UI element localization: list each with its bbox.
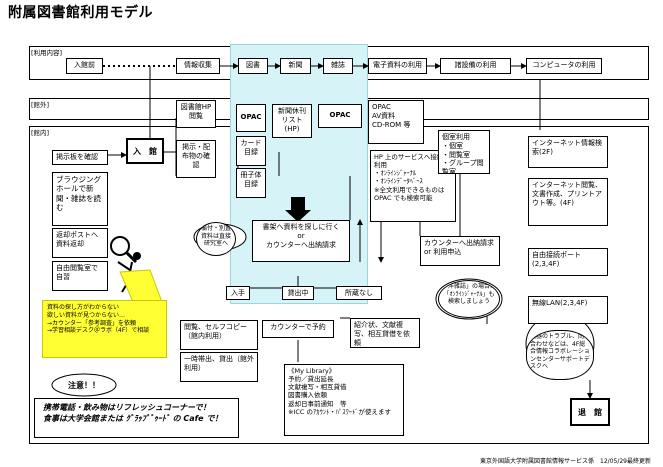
internet-search-box: インターネット情報検索(2F) [528, 136, 608, 168]
electronic-list-box: OPAC AV資料 CD-ROM 等 [368, 100, 424, 144]
downward-arrow-icon [285, 197, 311, 222]
internet-docs-box: インターネット閲覧、文書作成、プリントアウト等。(4F) [528, 178, 608, 226]
opac-right-box: OPAC [318, 104, 362, 128]
before-entry-box: 入館前 [66, 58, 103, 74]
wireless-box: 無線LAN(2,3,4F) [528, 296, 608, 324]
section-inside: [館内] [31, 129, 50, 137]
books-box: 図書 [238, 58, 268, 74]
exit-box: 退 館 [570, 398, 610, 426]
study-room-box: 自由閲覧室で自習 [52, 261, 108, 291]
booklet-catalog-box: 冊子体目録 [236, 168, 266, 198]
my-library-box: 《My Library》 予約／貸出延長 文献複写・相互貸借 図書購入依頼 返却… [284, 364, 404, 436]
reserve-box: カウンターで予約 [262, 320, 334, 338]
private-room-box: 個室利用 ・個室 ・閲覧室 ・グループ閲覧室 [438, 130, 490, 174]
counter-request-box: カウンターへ出納請求 or 利用申込 [420, 236, 500, 266]
bulletin-board-box: 掲示板を確認 [52, 150, 108, 165]
borrow-box: 一時帯出、貸出（館外利用） [180, 352, 258, 382]
branch-available: 入手 [226, 286, 250, 300]
browsing-hall-box: ブラウジングホールで新聞・雑誌を読む [52, 172, 108, 226]
entry-box: 入 館 [126, 138, 164, 164]
branch-on-loan: 貸出中 [282, 286, 314, 300]
direct-lab-bubble: 備付・別置資料は直接研究室へ [196, 222, 236, 256]
branch-not-owned: 所蔵なし [336, 286, 382, 300]
journal-callout: 「洋雑誌」の場合は「ｵﾝﾗｲﾝｼﾞｬｰﾅﾙ」も検索しましょう [438, 280, 500, 318]
electronic-resources-box: 電子資料の利用 [368, 58, 427, 74]
computer-use-box: コンピュータの利用 [526, 58, 602, 74]
section-usage: [利用内容] [31, 49, 63, 57]
card-catalog-box: カード目録 [236, 136, 266, 166]
rules-memo: 携帯電話・飲み物はリフレッシュコーナーで！ 食事は大学会館または ｸﾞﾗｯﾌﾟﾞ… [34, 398, 239, 438]
view-copy-box: 閲覧、セルフコピー（館内利用） [180, 320, 258, 350]
library-hp-box: 図書館HP閲覧 [176, 100, 216, 128]
section-outside: [館外] [31, 101, 50, 109]
search-shelf-box: 書架へ資料を探しに行く or カウンターへ出納請求 [252, 220, 350, 262]
notice-box: 掲示・配布物の確認 [176, 140, 216, 178]
referral-box: 紹介状、文献複写、相互貸借を依頼 [350, 318, 420, 348]
newspapers-box: 新聞 [280, 58, 311, 74]
help-note: 資料の探し方がわからない 欲しい資料が見つからない… →カウンター「参考調査」を… [42, 300, 167, 358]
page-title: 附属図書館利用モデル [8, 5, 153, 21]
journals-box: 雑誌 [323, 58, 353, 74]
hp-services-box: HP 上のサービスへ接続・利用 ・ｵﾝﾗｲﾝｼﾞｬｰﾅﾙ ・ｵﾝﾗｲﾝﾃﾞｰﾀﾍ… [370, 150, 456, 222]
caution-label: 注意！！ [68, 381, 100, 390]
newspaper-list-box: 新聞休刊リスト(HP) [272, 104, 312, 138]
info-gathering-box: 情報収集 [176, 58, 220, 74]
footer-note: 東京外国語大学附属図書館情報サービス係 12/05/29最終更新 [480, 458, 651, 465]
trouble-callout: 機器のトラブル、問い合わせなどは、4F総合情報コラボレーションセンターサポートデ… [526, 330, 594, 380]
free-port-box: 自由接続ポート(2,3,4F) [528, 248, 608, 276]
return-post-box: 返却ポストへ資料返却 [52, 228, 108, 258]
facilities-box: 諸設備の利用 [440, 58, 511, 74]
opac-left-box: OPAC [236, 104, 266, 132]
